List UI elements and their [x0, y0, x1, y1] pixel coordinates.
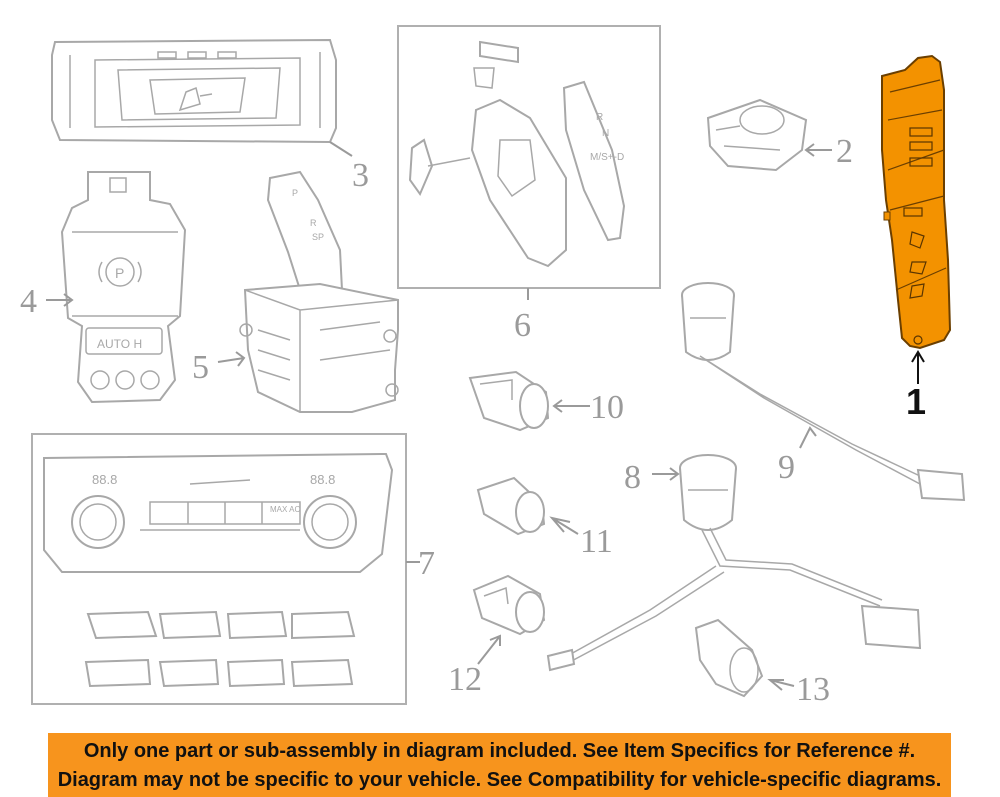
max-ac-label: MAX AC — [270, 505, 300, 514]
autoh-label: AUTO H — [97, 337, 142, 351]
callout-3: 3 — [352, 157, 369, 194]
part-3-seat-heater-switch[interactable] — [51, 38, 337, 144]
part-4-parking-brake-switch[interactable]: P AUTO H — [60, 171, 187, 404]
part-5-gear-shifter[interactable]: P R SP — [239, 170, 399, 413]
leader-11 — [549, 516, 579, 535]
part-7-box — [31, 433, 407, 705]
shifter-sp-label: SP — [312, 232, 324, 242]
part-11-cap[interactable] — [476, 476, 546, 536]
park-label: P — [115, 265, 124, 281]
leader-5 — [217, 351, 246, 367]
leader-8 — [652, 467, 680, 481]
banner-line-2: Diagram may not be specific to your vehi… — [57, 769, 942, 791]
part-9-socket-harness[interactable] — [681, 282, 966, 502]
disclaimer-banner: Only one part or sub-assembly in diagram… — [48, 733, 951, 797]
shifter-r-label: R — [310, 218, 317, 228]
leader-4 — [46, 293, 74, 307]
leader-10 — [552, 399, 590, 413]
temp-right: 88.8 — [310, 472, 335, 487]
part-7-climate-panel[interactable]: 88.8 88.8 MAX AC — [43, 452, 394, 688]
knob-msp-label: M/S+-D — [590, 152, 624, 163]
callout-9: 9 — [778, 449, 795, 486]
part-10-socket[interactable] — [468, 370, 550, 432]
part-13-bezel[interactable] — [694, 618, 764, 698]
leader-1 — [911, 350, 925, 384]
leader-13 — [767, 679, 795, 691]
callout-8: 8 — [624, 459, 641, 496]
callout-1: 1 — [906, 381, 926, 422]
callout-10: 10 — [590, 389, 624, 426]
knob-n-label: N — [602, 128, 609, 139]
temp-left: 88.8 — [92, 472, 117, 487]
part-1-switch-panel[interactable] — [881, 54, 952, 350]
part-6-shifter-knob-kit[interactable]: R N M/S+-D — [408, 40, 626, 268]
shifter-p-label: P — [292, 188, 298, 198]
callout-2: 2 — [836, 133, 853, 170]
callout-5: 5 — [192, 349, 209, 386]
callout-12: 12 — [448, 661, 482, 698]
leader-9 — [799, 426, 817, 449]
callout-7: 7 — [418, 545, 435, 582]
part-2-controller[interactable] — [706, 98, 808, 172]
callout-11: 11 — [580, 523, 613, 560]
part-12-socket[interactable] — [472, 574, 546, 636]
part-8-socket-harness[interactable] — [546, 454, 922, 672]
banner-line-1: Only one part or sub-assembly in diagram… — [83, 740, 916, 762]
leader-3 — [329, 141, 353, 157]
callout-6: 6 — [514, 307, 531, 344]
callout-13: 13 — [796, 671, 830, 708]
leader-12 — [477, 634, 501, 665]
callout-4: 4 — [20, 283, 37, 320]
leader-2 — [804, 143, 832, 157]
knob-r-label: R — [596, 112, 603, 123]
